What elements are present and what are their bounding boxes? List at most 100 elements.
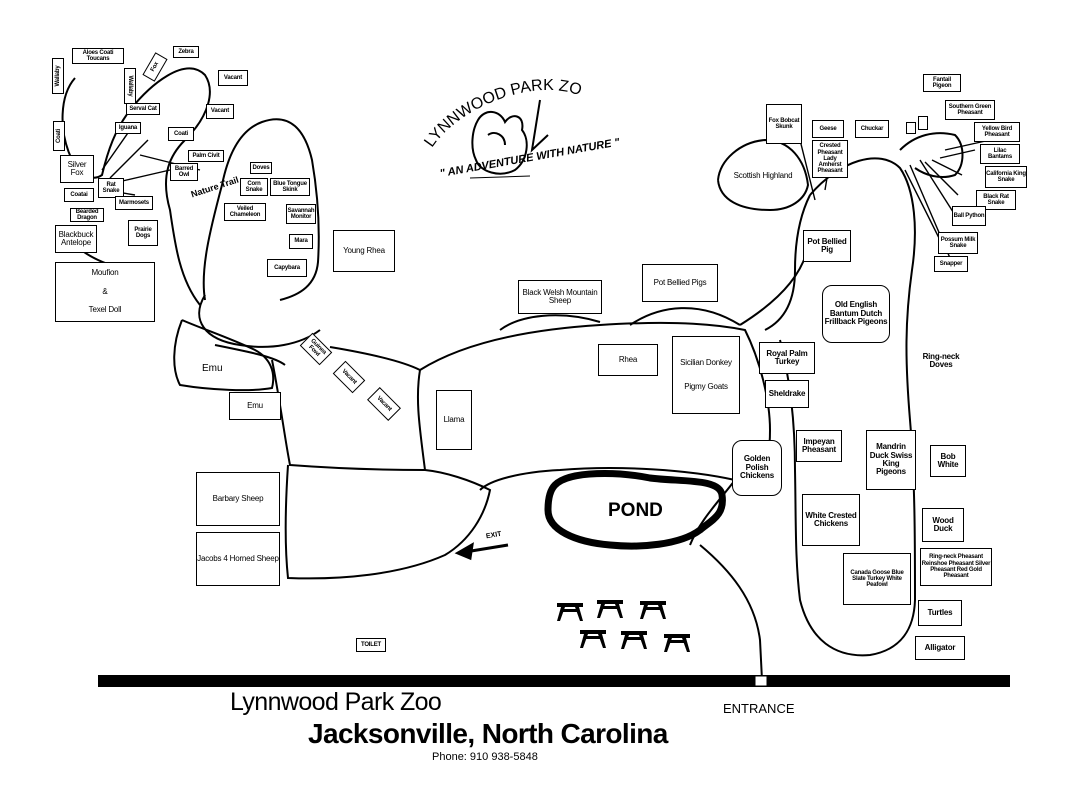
label-wood-duck: Wood Duck xyxy=(922,508,964,542)
label-small-box xyxy=(906,122,916,134)
label-aloes-coati: Aloes Coati Toucans xyxy=(72,48,124,64)
pond xyxy=(544,470,726,550)
logo-arc-title: LYNNWOOD PARK ZOO xyxy=(0,0,584,150)
label-doves: Doves xyxy=(250,162,272,174)
amp-text: & xyxy=(102,286,108,296)
label-snapper: Snapper xyxy=(934,256,968,272)
logo-animal-sketch xyxy=(469,99,549,179)
label-toilet: TOILET xyxy=(356,638,386,652)
entrance-bar xyxy=(98,675,1010,687)
picnic-table-icon xyxy=(664,634,690,652)
label-savannah: Savannah Monitor xyxy=(286,204,316,224)
label-crested-lady: Crested Pheasant Lady Amherst Pheasant xyxy=(812,140,848,178)
label-rat-snake: Rat Snake xyxy=(98,178,124,198)
pigmy-goats-text: Pigmy Goats xyxy=(684,382,728,391)
label-southern-green: Southern Green Pheasant xyxy=(945,100,995,120)
label-canada-goose: Canada Goose Blue Slate Turkey White Pea… xyxy=(843,553,911,605)
label-mara: Mara xyxy=(289,234,313,249)
label-black-welsh: Black Welsh Mountain Sheep xyxy=(518,280,602,314)
area-east-inner xyxy=(764,194,811,331)
label-coatai: Coatai xyxy=(64,188,94,202)
label-mandarin: Mandrin Duck Swiss King Pigeons xyxy=(866,430,916,490)
area-central xyxy=(419,321,772,491)
label-golden-polish: Golden Polish Chickens xyxy=(732,440,782,496)
label-llama: Llama xyxy=(436,390,472,450)
pond-label: POND xyxy=(608,500,663,521)
label-emu-2: Emu xyxy=(229,392,281,420)
area-west-connector xyxy=(198,294,321,348)
label-impeyan: Impeyan Pheasant xyxy=(796,430,842,462)
picnic-table-icon xyxy=(557,603,583,621)
label-ringneck-doves: Ring-neck Doves xyxy=(922,351,960,369)
area-pigs-bump-2 xyxy=(739,229,811,326)
label-pot-bellied-pigs: Pot Bellied Pigs xyxy=(642,264,718,302)
label-black-rat: Black Rat Snake xyxy=(976,190,1016,210)
area-east-loop xyxy=(779,157,917,657)
label-jacobs: Jacobs 4 Horned Sheep xyxy=(196,532,280,586)
picnic-table-icon xyxy=(597,600,623,618)
label-ringneck-pheasant: Ring-neck Pheasant Reinshoe Pheasant Sil… xyxy=(920,548,992,586)
label-yellow-bird: Yellow Bird Pheasant xyxy=(974,122,1020,142)
sicilian-donkey-text: Sicilian Donkey xyxy=(680,357,732,367)
picnic-table-icon xyxy=(621,631,647,649)
pointer-arrows-east xyxy=(799,139,991,259)
label-capybara: Capybara xyxy=(267,259,307,277)
area-welsh-bump xyxy=(499,314,601,331)
label-alligator: Alligator xyxy=(915,636,965,660)
label-lilac: Lilac Bantams xyxy=(980,144,1020,164)
label-chukar: Chuckar xyxy=(855,120,889,138)
entry-path xyxy=(699,544,763,681)
label-geese: Geese xyxy=(812,120,844,138)
area-main-left xyxy=(284,464,492,580)
area-pigs-bump xyxy=(629,307,741,326)
label-blackbuck: Blackbuck Antelope xyxy=(55,225,97,253)
label-small-box-2 xyxy=(918,116,928,130)
label-possum: Possum Milk Snake xyxy=(938,232,978,254)
label-barred-owl: Barred Owl xyxy=(170,163,198,181)
label-ball-python: Ball Python xyxy=(952,206,986,226)
label-california: California King Snake xyxy=(985,166,1027,188)
label-fox-bobcat: Fox Bobcat Skunk xyxy=(766,104,802,144)
label-sheldrake: Sheldrake xyxy=(765,380,809,408)
footer-zoo-name: Lynnwood Park Zoo xyxy=(230,688,442,716)
label-corn-snake: Corn Snake xyxy=(240,178,268,196)
label-royal-palm: Royal Palm Turkey xyxy=(759,342,815,374)
picnic-tables xyxy=(557,600,690,652)
label-white-crested: White Crested Chickens xyxy=(802,494,860,546)
exit-arrow xyxy=(454,542,509,561)
picnic-table-icon xyxy=(640,601,666,619)
area-emu xyxy=(173,319,275,392)
label-zebra: Zebra xyxy=(173,46,199,58)
label-bearded-dragon: Bearded Dragon xyxy=(70,208,104,222)
label-young-rhea: Young Rhea xyxy=(333,230,395,272)
label-bob-white: Bob White xyxy=(930,445,966,477)
label-serval-cat: Serval Cat xyxy=(126,103,160,115)
label-vacant: Vacant xyxy=(218,70,248,86)
footer-location: Jacksonville, North Carolina xyxy=(308,718,668,749)
label-iguana: Iguana xyxy=(115,122,141,134)
area-scottish xyxy=(717,138,810,212)
label-marmosets: Marmosets xyxy=(115,196,153,210)
moufion-text: Moufion xyxy=(91,268,119,278)
label-fantail: Fantail Pigeon xyxy=(923,74,961,92)
footer-phone: Phone: 910 938-5848 xyxy=(432,751,538,763)
area-northeast xyxy=(899,132,964,178)
label-emu-1: Emu xyxy=(202,363,223,374)
area-west-connector-2 xyxy=(214,344,286,366)
label-silver-fox: Silver Fox xyxy=(60,155,94,183)
label-coati: Coati xyxy=(168,127,194,141)
area-nature-trail xyxy=(202,118,320,301)
logo-arc-title: LYNNWOOD PARK ZOO xyxy=(0,0,584,150)
label-wallaby: Wallaby xyxy=(124,68,136,104)
label-barbary: Barbary Sheep xyxy=(196,472,280,526)
texel-text: Texel Doll xyxy=(88,305,122,315)
label-rhea: Rhea xyxy=(598,344,658,376)
area-middle xyxy=(271,346,427,472)
label-side-1: Wallaby xyxy=(52,58,64,94)
label-veiled-chameleon: Veiled Chameleon xyxy=(224,203,266,221)
picnic-table-icon xyxy=(580,630,606,648)
label-blue-tongue: Blue Tongue Skink xyxy=(270,178,310,196)
label-moufion-texel: Moufion & Texel Doll xyxy=(55,262,155,322)
label-pot-bellied-pig: Pot Bellied Pig xyxy=(803,230,851,262)
